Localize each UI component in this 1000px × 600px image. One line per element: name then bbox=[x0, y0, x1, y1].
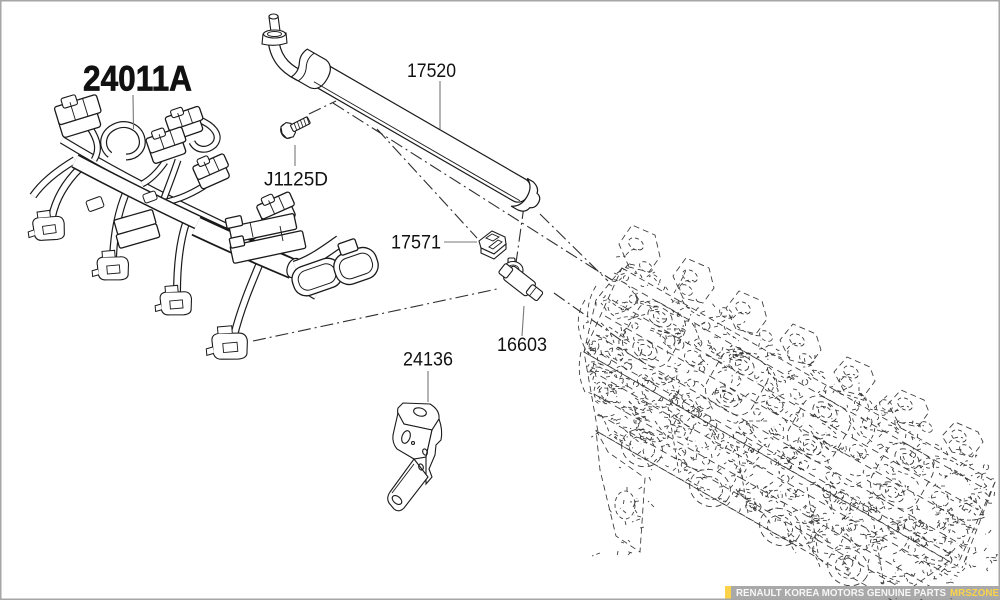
svg-text:16603: 16603 bbox=[497, 335, 547, 356]
svg-text:24011A: 24011A bbox=[83, 59, 192, 99]
svg-text:17571: 17571 bbox=[391, 233, 441, 254]
svg-text:17520: 17520 bbox=[407, 61, 456, 82]
svg-text:J1125D: J1125D bbox=[264, 170, 328, 191]
svg-text:MRSZONE: MRSZONE bbox=[950, 588, 999, 599]
svg-text:RENAULT KOREA MOTORS GENUINE P: RENAULT KOREA MOTORS GENUINE PARTS bbox=[736, 588, 946, 599]
svg-text:24136: 24136 bbox=[403, 350, 453, 371]
